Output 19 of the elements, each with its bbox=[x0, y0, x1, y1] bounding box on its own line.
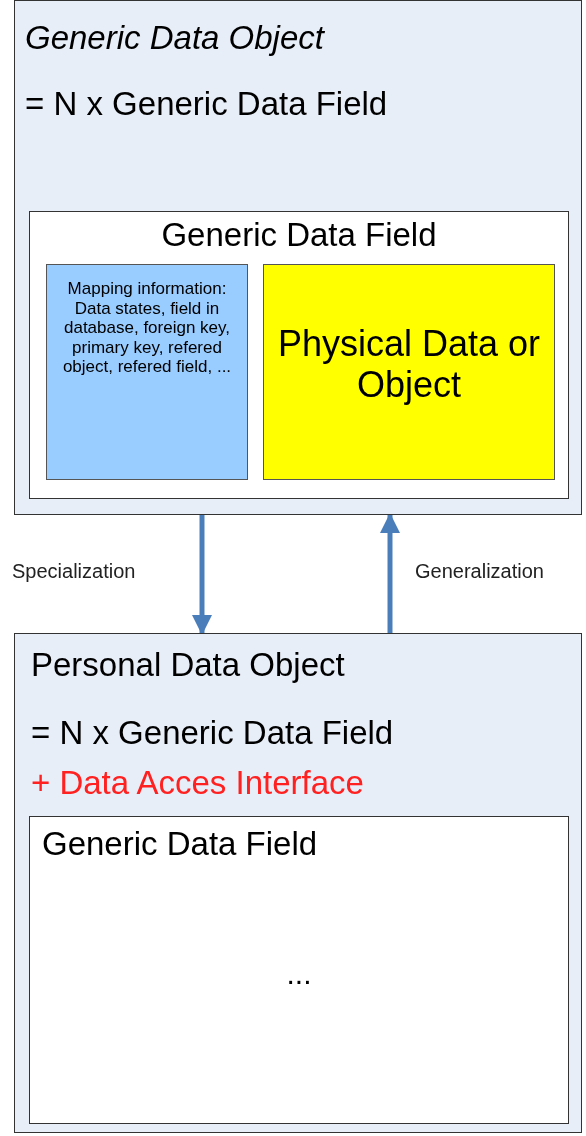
panel-title: Generic Data Object bbox=[25, 19, 324, 57]
arrow bbox=[192, 515, 212, 635]
panel-title: Personal Data Object bbox=[31, 646, 345, 684]
interface-note: + Data Acces Interface bbox=[31, 764, 364, 802]
arrow bbox=[380, 513, 400, 633]
edge-label: Specialization bbox=[10, 560, 138, 583]
data-box bbox=[263, 264, 555, 480]
mapping-box bbox=[46, 264, 248, 480]
field-panel bbox=[29, 211, 569, 499]
panel-formula: = N x Generic Data Field bbox=[31, 714, 394, 752]
mapping-text: Mapping information: Data states, field in database, foreign key, primary key, refered object, refered field, ... bbox=[61, 279, 233, 377]
ellipsis-text: ... bbox=[286, 957, 312, 992]
field-panel bbox=[29, 816, 569, 1124]
panel-formula: = N x Generic Data Field bbox=[25, 85, 388, 123]
object-panel bbox=[14, 633, 582, 1133]
object-panel bbox=[14, 0, 582, 515]
panel-title: Generic Data Field bbox=[42, 825, 318, 863]
box-label: Physical Data or Object bbox=[276, 323, 542, 406]
panel-title: Generic Data Field bbox=[161, 216, 437, 254]
